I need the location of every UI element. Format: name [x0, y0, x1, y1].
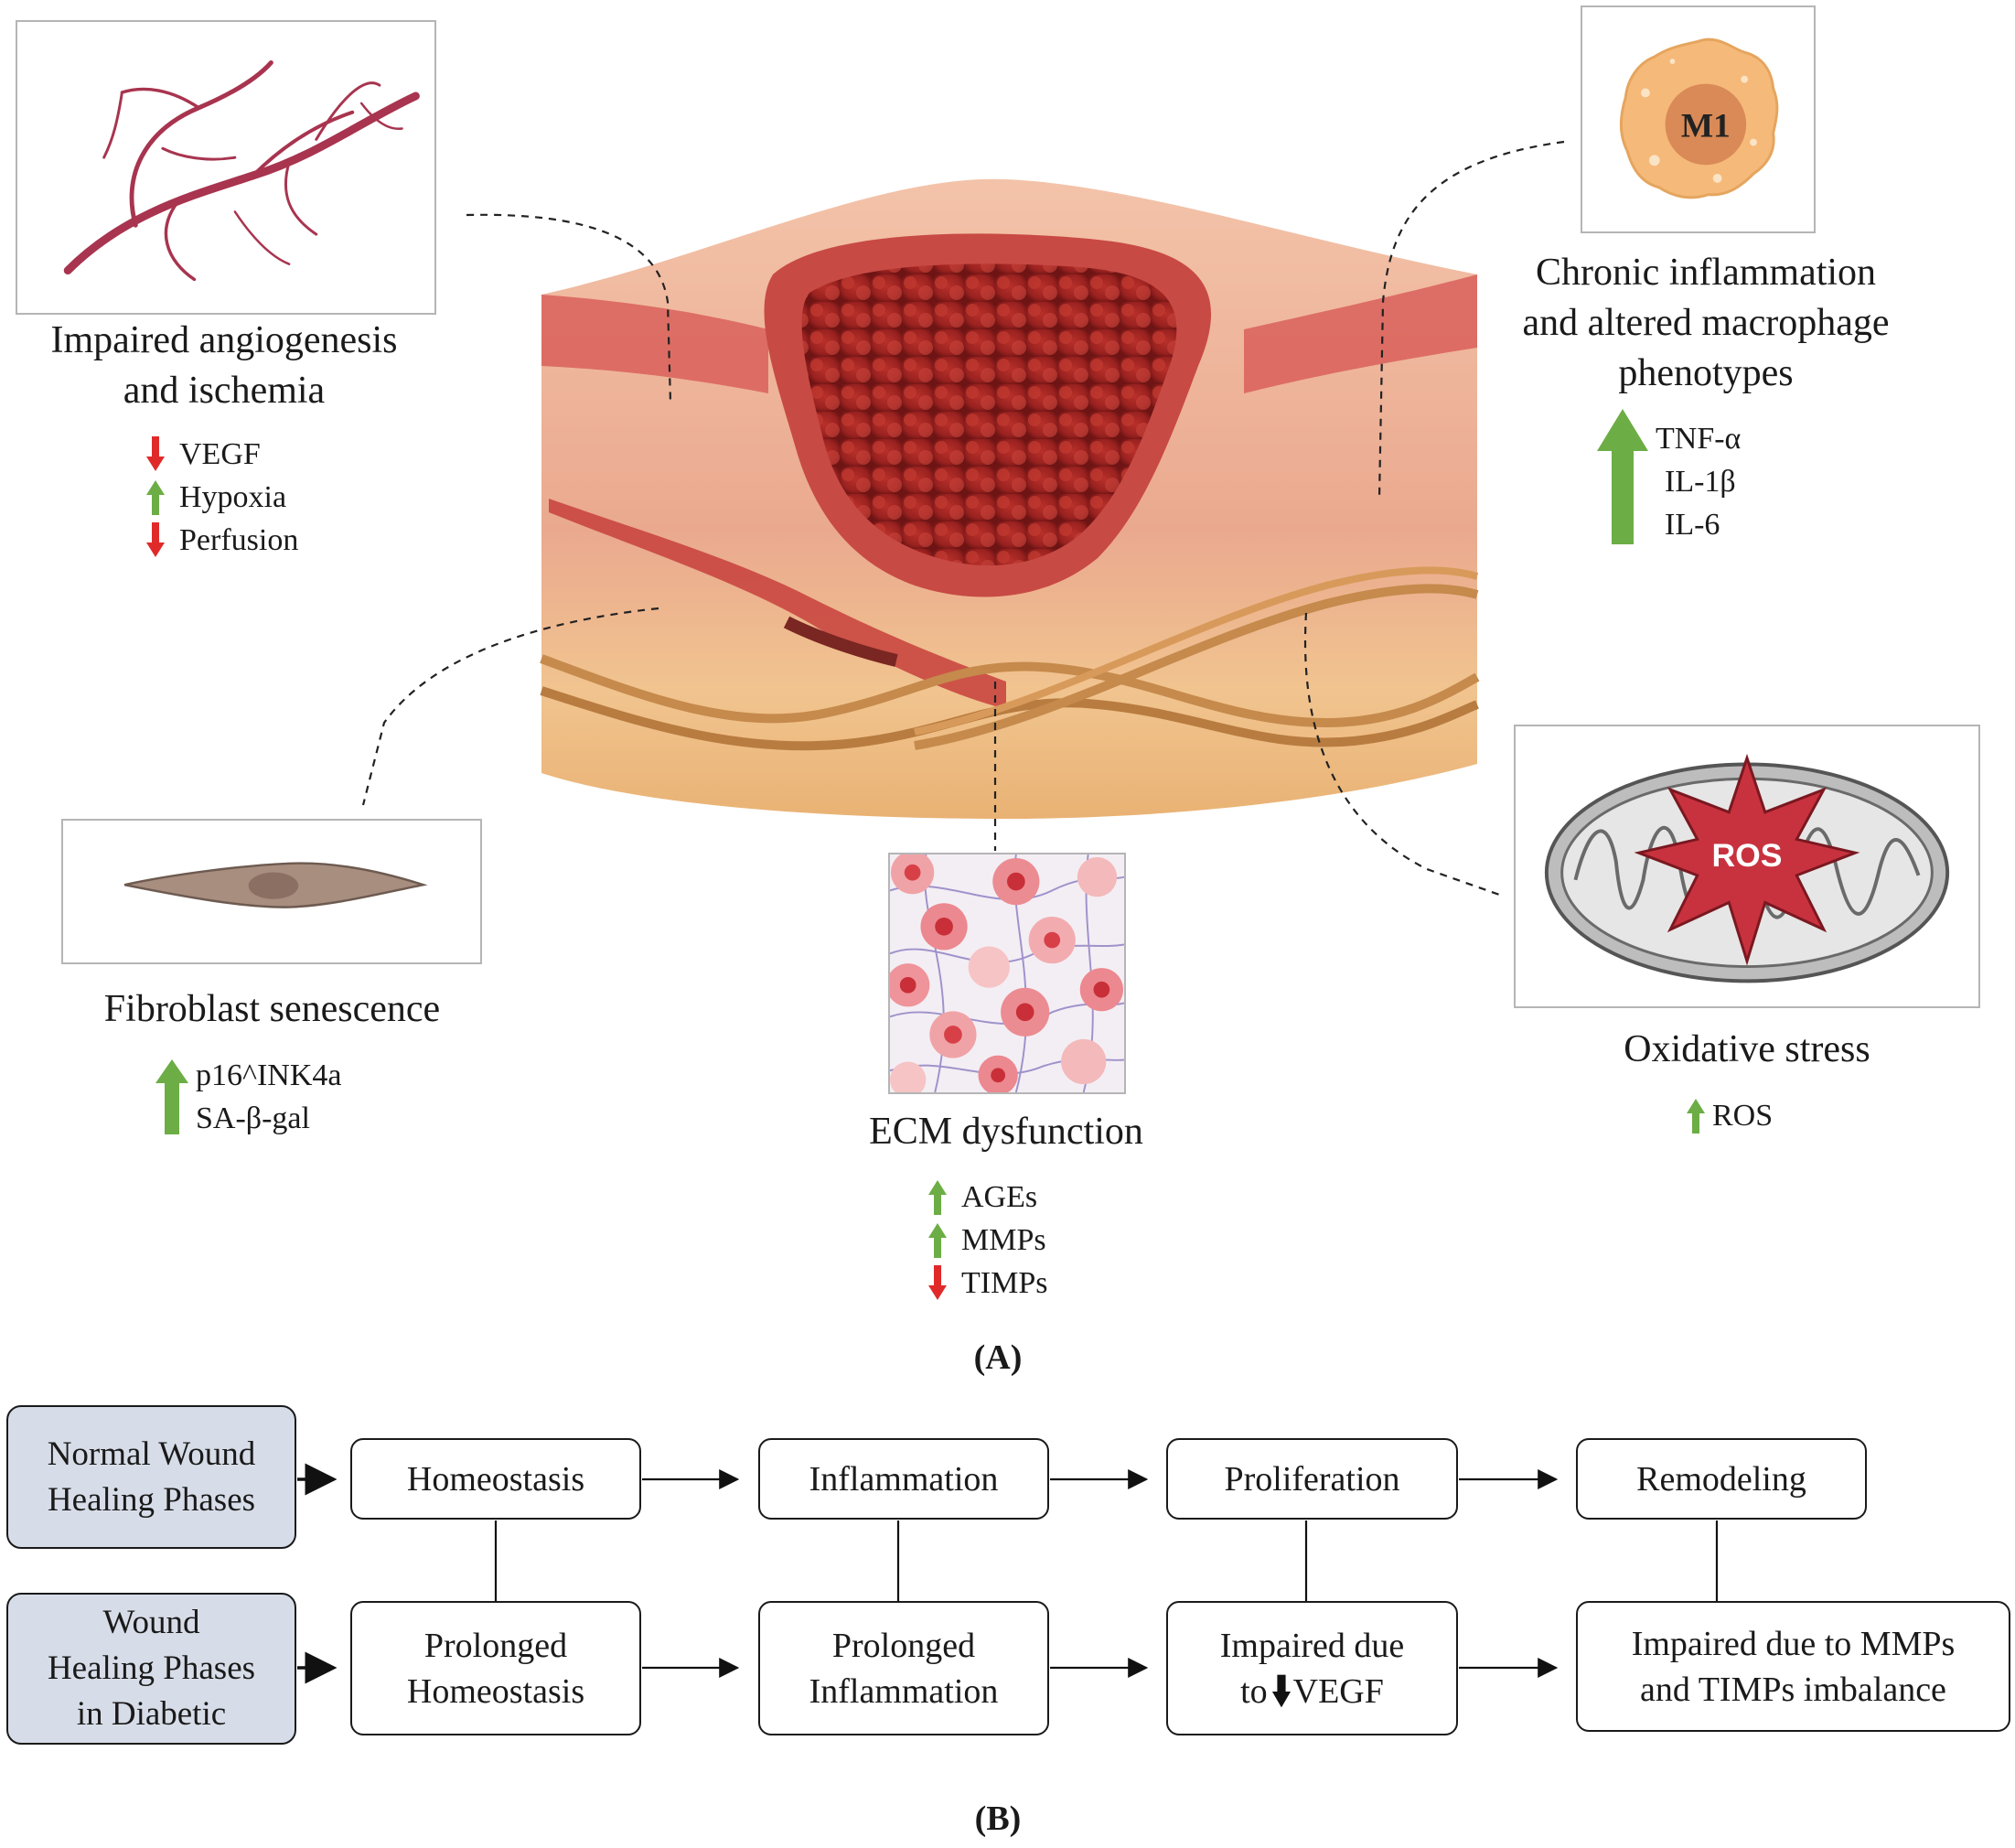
- diabetic-row-label-line2: Healing Phases: [47, 1649, 256, 1687]
- diabetic-row-label-line3: in Diabetic: [76, 1695, 227, 1733]
- oxidative-title: Oxidative stress: [1624, 1028, 1870, 1070]
- angiogenesis-title-line2: and ischemia: [123, 370, 326, 412]
- marker-label: Perfusion: [179, 523, 299, 557]
- phase-line2: to VEGF: [1220, 1669, 1405, 1714]
- inflammation-markers: TNF-α IL-1β IL-6: [1656, 417, 1741, 546]
- phase-line2-prefix: to: [1240, 1671, 1268, 1711]
- ros-burst-icon: [1634, 753, 1860, 966]
- fibroblast-cell-icon: [123, 862, 428, 908]
- up-arrow-icon: [146, 479, 165, 515]
- angiogenesis-title-line1: Impaired angiogenesis: [50, 319, 398, 361]
- leader-fibroblast: [361, 607, 659, 806]
- up-arrow-icon: [928, 1222, 947, 1258]
- marker-label: SA-β-gal: [196, 1101, 310, 1135]
- marker-label: AGEs: [961, 1180, 1038, 1214]
- marker-row: AGEs: [927, 1176, 1047, 1219]
- up-arrow-icon: [1687, 1098, 1705, 1134]
- phase-inflammation: Inflammation: [758, 1438, 1049, 1520]
- ros-label: ROS: [1712, 837, 1783, 874]
- marker-label: IL-6: [1665, 508, 1720, 542]
- phase-prolonged-homeostasis: Prolonged Homeostasis: [350, 1601, 641, 1735]
- marker-label: TNF-α: [1656, 422, 1742, 456]
- normal-row-label-line2: Healing Phases: [47, 1480, 256, 1519]
- marker-label: ROS: [1712, 1099, 1774, 1133]
- ecm-markers: AGEs MMPs TIMPs: [927, 1176, 1047, 1305]
- angiogenesis-title: Impaired angiogenesis and ischemia: [0, 316, 448, 416]
- phase-remodeling: Remodeling: [1576, 1438, 1867, 1520]
- mitochondria-image-frame: ROS: [1514, 725, 1980, 1008]
- fibroblast-title: Fibroblast senescence: [103, 988, 441, 1030]
- mitochondrion-icon: ROS: [1544, 753, 1950, 983]
- inflammation-title-line1: Chronic inflammation: [1535, 252, 1877, 294]
- normal-row-label-line1: Normal Wound: [47, 1434, 256, 1473]
- panel-b-label: (B): [974, 1800, 1022, 1838]
- marker-row: ROS: [1685, 1094, 1773, 1137]
- large-up-arrow-icon: [155, 1059, 188, 1134]
- ecm-title: ECM dysfunction: [869, 1111, 1143, 1153]
- phase-line2: Inflammation: [809, 1671, 999, 1711]
- marker-label: p16^INK4a: [196, 1058, 342, 1092]
- phase-line1: Prolonged: [831, 1626, 976, 1665]
- macrophage-icon: M1: [1619, 38, 1779, 199]
- up-arrow-icon: [928, 1179, 947, 1215]
- angiogenesis-markers: VEGF Hypoxia Perfusion: [145, 433, 298, 562]
- phase-line1: Impaired due: [1219, 1626, 1405, 1665]
- extracellular-matrix-icon: [890, 854, 1124, 1092]
- fibroblast-image-frame: [61, 819, 482, 964]
- diabetic-row-label-line1: Wound: [102, 1604, 200, 1641]
- angiogenesis-image-frame: [16, 20, 436, 315]
- marker-row: Perfusion: [145, 519, 298, 562]
- phase-impaired-remodeling: Impaired due to MMPs and TIMPs imbalance: [1576, 1601, 2010, 1732]
- large-up-arrow-icon: [1597, 409, 1648, 544]
- blood-vessel-icon: [63, 59, 420, 282]
- phase-line1: Impaired due to MMPs: [1631, 1624, 1956, 1663]
- marker-label: IL-1β: [1665, 465, 1736, 499]
- marker-row: MMPs: [927, 1219, 1047, 1262]
- phase-line2: Homeostasis: [406, 1671, 585, 1711]
- panel-a-label: (A): [973, 1338, 1023, 1377]
- phase-line2-suffix: VEGF: [1292, 1671, 1384, 1711]
- diabetic-row-label: Wound Healing Phases in Diabetic: [6, 1593, 296, 1745]
- leader-inflammation: [1377, 140, 1565, 500]
- down-arrow-icon: [146, 435, 165, 471]
- marker-row: VEGF: [145, 433, 298, 476]
- normal-row-label: Normal Wound Healing Phases: [6, 1405, 296, 1549]
- marker-label: Hypoxia: [179, 480, 287, 514]
- phase-line2: and TIMPs imbalance: [1640, 1670, 1946, 1709]
- marker-label: TIMPs: [961, 1266, 1048, 1300]
- phase-prolonged-inflammation: Prolonged Inflammation: [758, 1601, 1049, 1735]
- down-arrow-icon: [146, 521, 165, 557]
- phase-proliferation: Proliferation: [1166, 1438, 1458, 1520]
- oxidative-markers: ROS: [1685, 1094, 1773, 1137]
- macrophage-image-frame: M1: [1581, 5, 1816, 233]
- phase-homeostasis: Homeostasis: [350, 1438, 641, 1520]
- ecm-image-frame: [888, 853, 1126, 1094]
- inflammation-title-line2: and altered macrophage: [1522, 302, 1890, 344]
- phase-line1: Prolonged: [423, 1626, 568, 1665]
- leader-oxidative: [1303, 612, 1506, 898]
- marker-label: MMPs: [961, 1223, 1046, 1257]
- leader-angiogenesis: [466, 213, 672, 403]
- down-arrow-icon: [928, 1264, 947, 1300]
- inflammation-title: Chronic inflammation and altered macroph…: [1482, 248, 1930, 399]
- inflammation-title-line3: phenotypes: [1618, 352, 1794, 394]
- marker-row: Hypoxia: [145, 476, 298, 519]
- black-down-arrow-icon: [1271, 1674, 1291, 1707]
- fibroblast-markers: p16^INK4a SA-β-gal: [196, 1054, 341, 1140]
- marker-label: VEGF: [179, 437, 261, 471]
- macrophage-label: M1: [1681, 108, 1731, 145]
- marker-row: TIMPs: [927, 1262, 1047, 1305]
- phase-impaired-proliferation: Impaired due to VEGF: [1166, 1601, 1458, 1735]
